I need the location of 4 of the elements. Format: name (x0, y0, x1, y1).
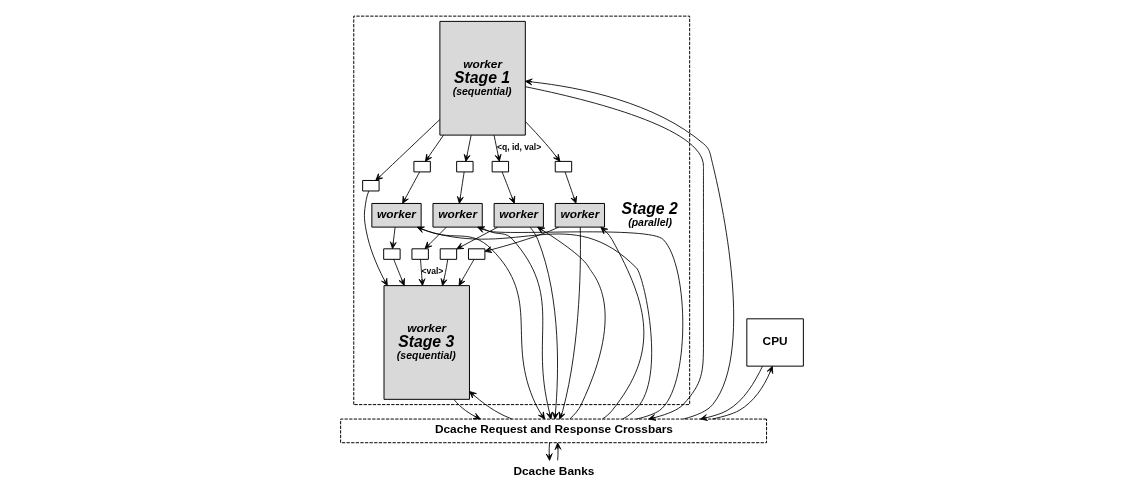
edge-label: <q, id, val> (497, 141, 542, 152)
node-text: Stage 2 (parallel) (621, 200, 678, 228)
edge-label: <val> (421, 266, 444, 277)
node-text: Dcache Banks (513, 463, 595, 478)
